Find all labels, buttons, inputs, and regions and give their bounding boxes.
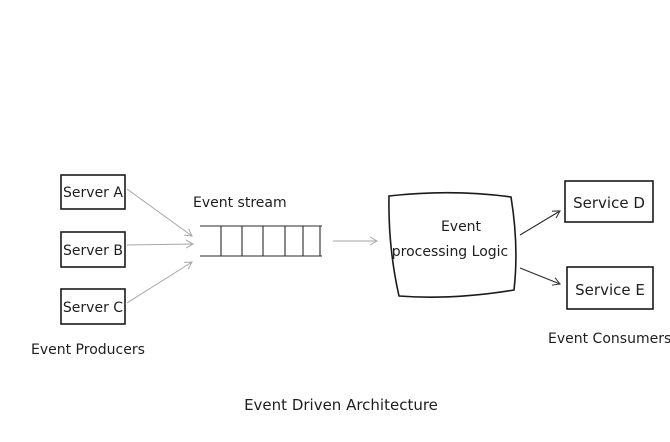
service-d-label: Service D [573, 194, 645, 212]
service-d-node: Service D [564, 180, 654, 223]
arrow-server-a-to-stream [126, 188, 193, 237]
processing-logic-label-line1: Event [441, 219, 482, 235]
processing-logic-label-line2: processing Logic [392, 244, 509, 260]
arrow-server-c-to-stream [126, 261, 193, 304]
event-consumers-caption: Event Consumers [548, 331, 670, 347]
service-e-label: Service E [575, 281, 645, 299]
event-stream-queue [200, 225, 322, 257]
diagram-title: Event Driven Architecture [244, 396, 438, 414]
arrow-server-b-to-stream [126, 239, 195, 249]
server-c-label: Server C [63, 300, 123, 316]
server-b-node: Server B [60, 231, 126, 268]
event-producers-caption: Event Producers [31, 342, 145, 358]
arrow-processing-to-service-e [519, 267, 562, 286]
event-stream-label: Event stream [193, 195, 287, 211]
processing-logic-node: Event processing Logic [388, 191, 517, 298]
server-a-label: Server A [63, 185, 123, 201]
server-a-node: Server A [60, 174, 126, 210]
server-b-label: Server B [63, 243, 123, 259]
arrow-processing-to-service-d [519, 210, 561, 236]
server-c-node: Server C [60, 288, 126, 325]
service-e-node: Service E [566, 266, 654, 310]
